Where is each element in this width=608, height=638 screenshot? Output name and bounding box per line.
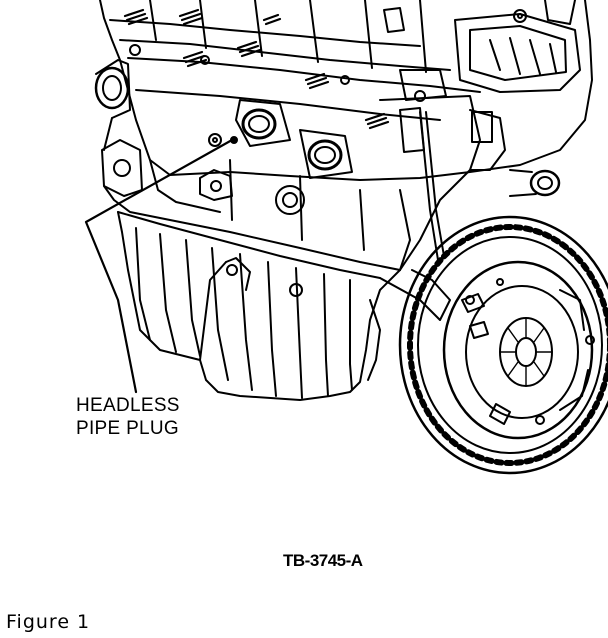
cylinder-head [99,0,593,181]
oil-pan [117,211,401,401]
clutch-pressure-plate [442,260,595,440]
callout-line-1: HEADLESS [76,395,180,416]
mount-arm [379,269,451,321]
engine-illustration [84,0,608,475]
flywheel-ring-gear [398,215,608,475]
thermostat-housing [94,59,143,197]
callout-line-2: PIPE PLUG [76,418,180,439]
cylinder-block [103,95,561,271]
headless-pipe-plug-label: HEADLESS PIPE PLUG [76,394,180,440]
leader-line [84,138,234,394]
reference-code: TB-3745-A [283,551,363,570]
pipe-plug-marker [230,136,238,144]
figure-caption: Figure 1 [6,611,91,633]
